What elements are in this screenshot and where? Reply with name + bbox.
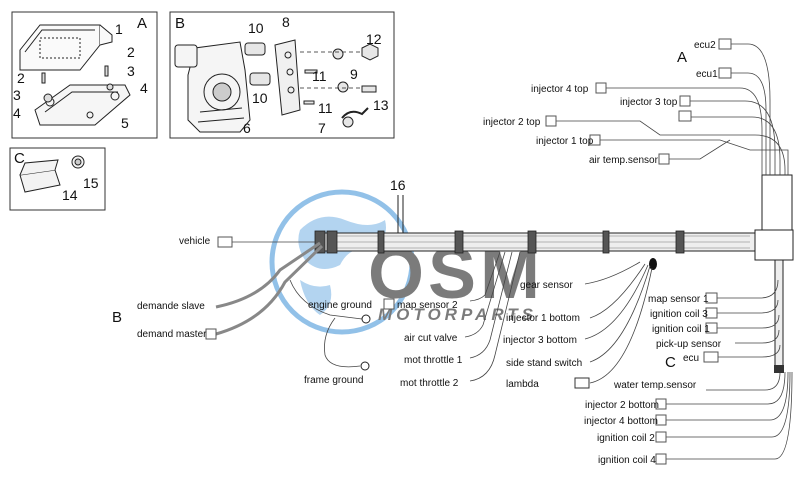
lower-clip [774,365,784,373]
inset-a-num-4b: 4 [140,80,148,96]
label-air-temp-sensor: air temp.sensor [589,155,659,166]
throttle-body-drawing [174,41,251,133]
labels: A B C 16 ecu2 ecu1 injector 4 top inject… [112,40,722,466]
inset-b-num-7: 7 [318,120,326,136]
bracket-8-drawing [274,39,301,116]
inset-b-num-11b: 11 [318,100,333,116]
inset-c-num-15: 15 [83,175,99,191]
inset-a-num-3b: 3 [127,63,135,79]
left-leads [215,241,363,368]
inset-b-num-10b: 10 [252,90,268,106]
inset-a: A 1 2 3 4 2 3 4 5 [11,11,158,139]
grommet [649,258,657,270]
label-ecu: ecu [683,353,699,364]
inset-a-num-5: 5 [121,115,129,131]
watermark-subtext: MOTORPARTS [378,305,537,324]
label-lambda: lambda [506,379,539,390]
lambda-connector [574,377,590,389]
inset-a-num-1: 1 [115,21,123,37]
ref-letter-a: A [677,49,687,66]
label-injector-3-bottom: injector 3 bottom [503,335,577,346]
label-ignition-coil-4: ignition coil 4 [598,455,656,466]
inset-b-num-9: 9 [350,66,358,82]
ref-letter-b: B [112,309,122,326]
inset-b-num-6: 6 [243,120,251,136]
globe-icon [269,189,415,335]
inset-b-num-12: 12 [366,31,382,47]
label-injector-3-top: injector 3 top [620,97,678,108]
connector-boxes [205,38,732,465]
label-ignition-coil-2: ignition coil 2 [597,433,655,444]
label-map-sensor-1: map sensor 1 [648,294,709,305]
inset-c-num-14: 14 [62,187,78,203]
right-leads [666,279,793,460]
inset-b-num-13: 13 [373,97,389,113]
label-injector-4-bottom: injector 4 bottom [584,416,658,427]
ecu-unit-drawing [19,24,113,71]
label-ignition-coil-3: ignition coil 3 [650,309,708,320]
inset-a-num-3: 3 [13,87,21,103]
part-number-16: 16 [390,177,406,193]
engine-ground-terminal [361,314,371,324]
label-engine-ground: engine ground [308,300,372,311]
label-map-sensor-2: map sensor 2 [397,300,458,311]
upper-branch-sleeve [761,174,793,231]
label-injector-4-top: injector 4 top [531,84,589,95]
inset-b-num-11: 11 [312,68,327,84]
middle-leads [464,251,653,384]
label-ecu1: ecu1 [696,69,718,80]
label-water-temp-sensor: water temp.sensor [613,380,697,391]
upper-branch-wires [555,43,789,175]
label-frame-ground: frame ground [304,375,363,386]
label-injector-1-bottom: injector 1 bottom [506,313,580,324]
inset-b: B 10 8 12 9 1 [169,11,395,139]
inset-c: C 14 15 [9,147,106,211]
inset-b-num-8: 8 [282,14,290,30]
label-injector-1-top: injector 1 top [536,136,594,147]
label-mot-throttle-1: mot throttle 1 [404,355,463,366]
label-ignition-coil-1: ignition coil 1 [652,324,710,335]
label-pick-up-sensor: pick-up sensor [656,339,722,350]
label-injector-2-bottom: injector 2 bottom [585,400,659,411]
inset-c-letter: C [14,150,25,167]
label-injector-2-top: injector 2 top [483,117,541,128]
label-vehicle: vehicle [179,236,211,247]
label-demand-master: demand master [137,329,207,340]
label-air-cut-valve: air cut valve [404,333,458,344]
relay-drawing [19,155,85,193]
label-mot-throttle-2: mot throttle 2 [400,378,459,389]
inset-a-num-4: 4 [13,105,21,121]
inset-a-num-2b: 2 [127,44,135,60]
frame-ground-terminal [360,361,370,371]
harness-clips [314,230,685,254]
label-demande-slave: demande slave [137,301,205,312]
label-ecu2: ecu2 [694,40,716,51]
label-gear-sensor: gear sensor [520,280,573,291]
watermark: OSM MOTORPARTS [269,189,540,335]
inset-b-num-10: 10 [248,20,264,36]
inset-a-letter: A [137,15,147,32]
inset-a-num-2: 2 [17,70,25,86]
harness-junction [754,229,794,261]
inset-b-letter: B [175,15,185,32]
label-side-stand-switch: side stand switch [506,358,582,369]
ref-letter-c: C [665,354,676,371]
main-harness [314,174,794,371]
